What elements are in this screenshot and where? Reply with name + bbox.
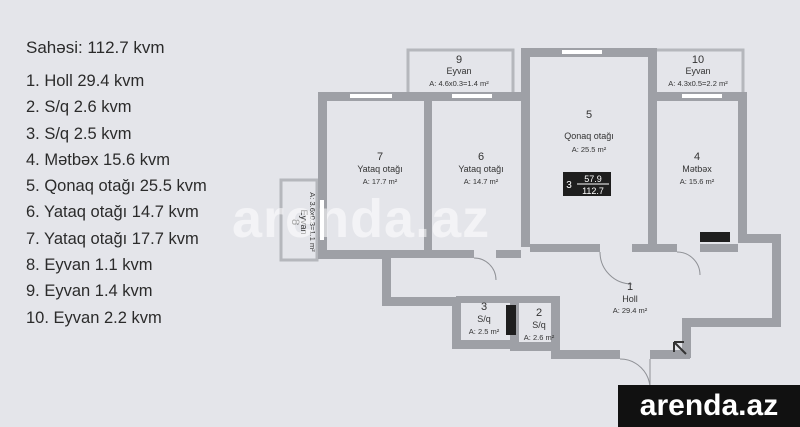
room-10-number: 10 xyxy=(692,54,704,66)
room-8-number: 8 xyxy=(289,219,301,225)
badge-total-area: 112.7 xyxy=(582,186,604,196)
windows xyxy=(320,50,722,240)
badge-living-area: 57.9 xyxy=(584,174,602,184)
brand-logo: arenda.az xyxy=(618,385,800,427)
room-area-row: 8. Eyvan 1.1 kvm xyxy=(26,256,153,275)
room-6-number: 6 xyxy=(478,151,484,163)
room-2-name: S/q xyxy=(532,320,546,330)
room-3-area: A: 2.5 m² xyxy=(469,327,500,336)
room-area-row: 5. Qonaq otağı 25.5 kvm xyxy=(26,177,207,196)
room-7-name: Yataq otağı xyxy=(357,164,402,174)
room-7-number: 7 xyxy=(377,151,383,163)
room-1-area: A: 29.4 m² xyxy=(613,306,648,315)
room-area-row: 9. Eyvan 1.4 kvm xyxy=(26,282,153,301)
room-4-area: A: 15.6 m² xyxy=(680,177,715,186)
room-area-row: 10. Eyvan 2.2 kvm xyxy=(26,308,162,327)
room-4-name: Mətbəx xyxy=(682,164,712,174)
room-area-row: 3. S/q 2.5 kvm xyxy=(26,124,132,143)
room-5-name: Qonaq otağı xyxy=(564,131,614,141)
room-area-row: 1. Holl 29.4 kvm xyxy=(26,72,145,90)
room-9-number: 9 xyxy=(456,54,462,66)
total-area: Sahəsi: 112.7 kvm xyxy=(26,38,165,57)
room-3-name: S/q xyxy=(477,314,491,324)
room-9-name: Eyvan xyxy=(446,66,471,76)
kitchen-counter xyxy=(700,232,730,242)
room-area-row: 4. Mətbəx 15.6 kvm xyxy=(26,150,170,169)
room-5-area: A: 25.5 m² xyxy=(572,145,607,154)
bathroom-fixture xyxy=(506,305,516,335)
room-6-area: A: 14.7 m² xyxy=(464,177,499,186)
room-10-area: A: 4.3x0.5=2.2 m² xyxy=(668,79,728,88)
watermark: arenda.az xyxy=(232,189,491,249)
apartment-badge: 3 57.9 112.7 xyxy=(563,172,611,196)
room-4-number: 4 xyxy=(694,151,700,163)
room-2-number: 2 xyxy=(536,307,542,319)
room-area-row: 6. Yataq otağı 14.7 kvm xyxy=(26,203,199,222)
room-6-name: Yataq otağı xyxy=(458,164,503,174)
room-7-area: A: 17.7 m² xyxy=(363,177,398,186)
room-8-name: Eyvan xyxy=(299,209,309,234)
room-8-area: A: 3.6x0.3=1.1 m² xyxy=(308,192,317,252)
area-summary: Sahəsi: 112.7 kvm 1. Holl 29.4 kvm 2. S/… xyxy=(26,38,207,331)
room-9-area: A: 4.6x0.3=1.4 m² xyxy=(429,79,489,88)
room-2-area: A: 2.6 m² xyxy=(524,333,555,342)
room-3-number: 3 xyxy=(481,301,487,313)
room-5-number: 5 xyxy=(586,109,592,121)
room-1-number: 1 xyxy=(627,281,633,293)
entrance-arrow-icon xyxy=(673,341,687,355)
room-area-row: 7. Yataq otağı 17.7 kvm xyxy=(26,229,199,248)
room-10-name: Eyvan xyxy=(685,66,710,76)
badge-floor: 3 xyxy=(566,180,572,191)
room-area-row: 2. S/q 2.6 kvm xyxy=(26,98,132,117)
room-1-name: Holl xyxy=(622,294,638,304)
